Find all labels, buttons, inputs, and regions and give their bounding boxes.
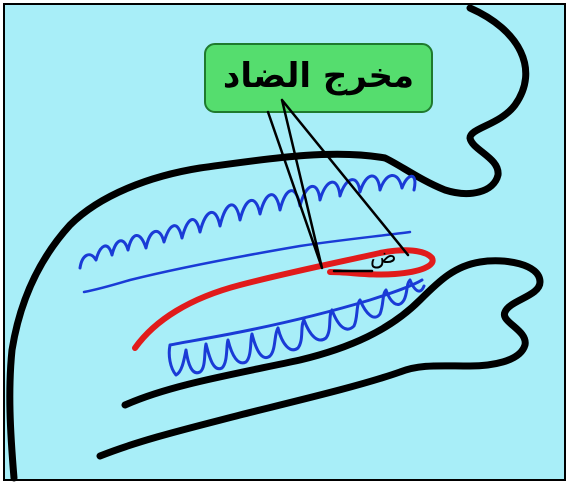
letter-mark: ض [370,244,397,269]
label-text: مخرج الضاد [205,56,432,96]
